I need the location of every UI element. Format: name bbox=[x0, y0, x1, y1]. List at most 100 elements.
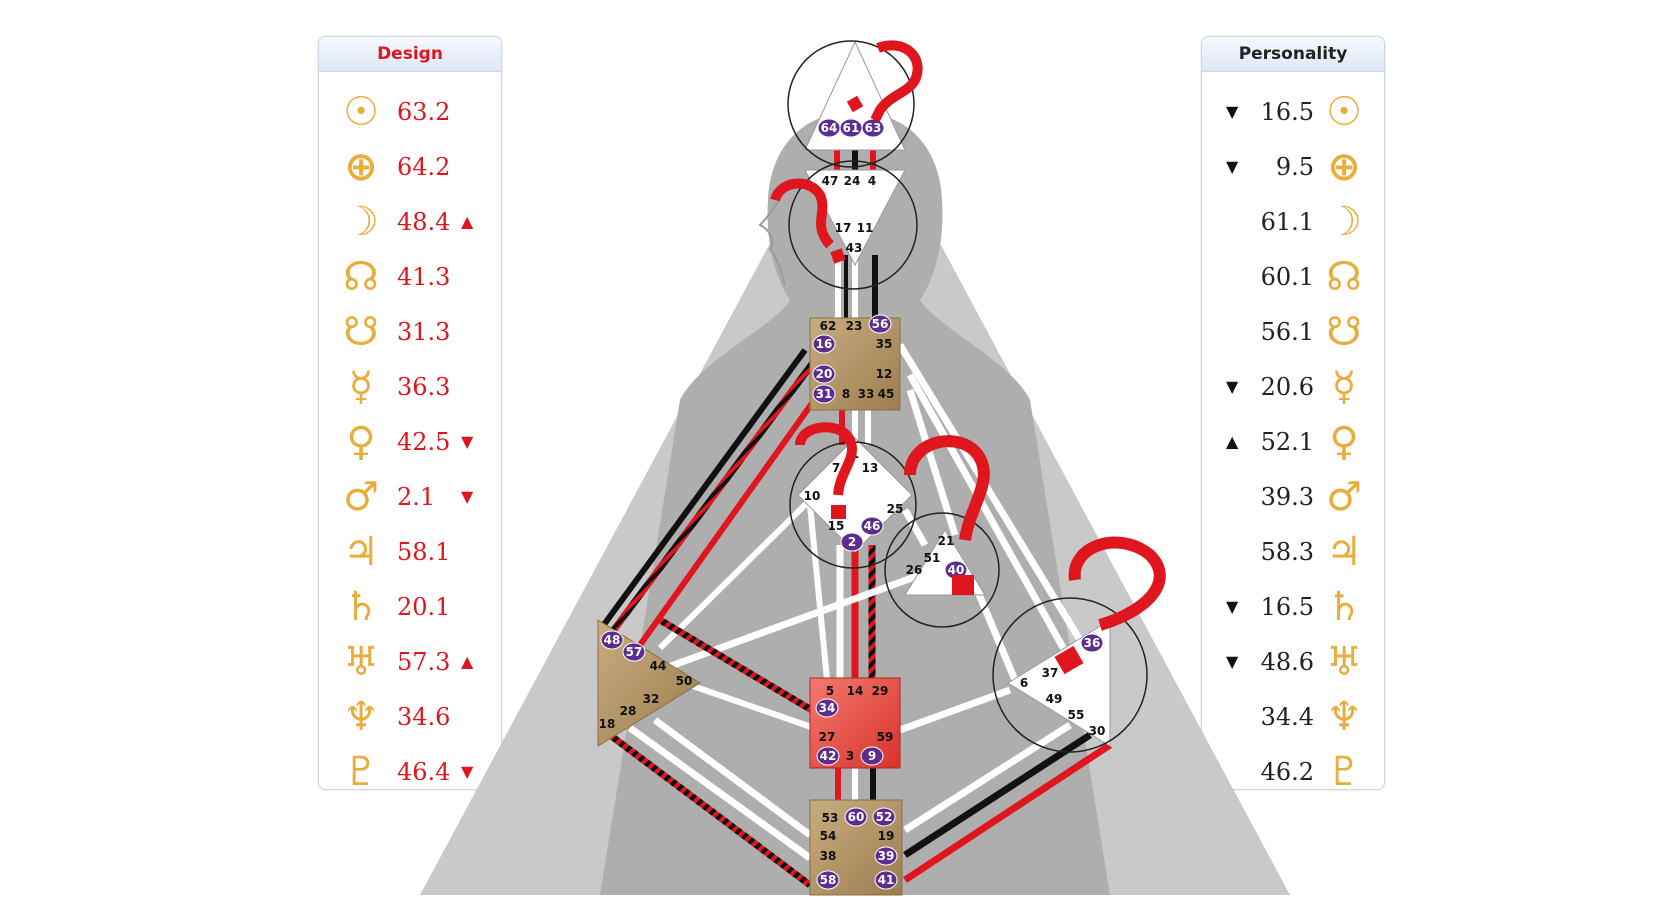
design-row-north-node: ☊41.3 bbox=[319, 250, 501, 304]
gate-5: 5 bbox=[826, 684, 834, 698]
design-value: 31.3 bbox=[397, 318, 451, 346]
gate-57-marker bbox=[622, 642, 646, 662]
channel-37-40 bbox=[971, 583, 1019, 682]
personality-value: 16.5 bbox=[1260, 98, 1314, 126]
gate-2-marker bbox=[840, 532, 864, 552]
channel-50-27 bbox=[689, 682, 821, 733]
gate-38: 38 bbox=[820, 849, 837, 863]
gate-36-marker bbox=[1080, 633, 1104, 653]
gate-18: 18 bbox=[599, 717, 616, 731]
mars-icon: ♂ bbox=[343, 474, 379, 520]
design-value: 36.3 bbox=[397, 373, 451, 401]
south-node-icon: ☋ bbox=[1326, 309, 1362, 355]
personality-row-mars: ♂ 39.3 bbox=[1202, 470, 1384, 524]
channel-10-57 bbox=[657, 497, 813, 651]
gate-29: 29 bbox=[872, 684, 889, 698]
channel-30-41 bbox=[903, 742, 1112, 883]
personality-value: 56.1 bbox=[1260, 318, 1314, 346]
design-value: 58.1 bbox=[397, 538, 451, 566]
head-profile bbox=[758, 179, 791, 286]
pluto-icon: ♇ bbox=[1326, 749, 1362, 790]
gate-59: 59 bbox=[877, 730, 894, 744]
moon-icon: ☽ bbox=[343, 199, 379, 245]
arrow-down-icon: ▼ bbox=[1226, 652, 1239, 671]
gate-61: 61 bbox=[843, 121, 860, 135]
mars-icon: ♂ bbox=[1326, 474, 1362, 520]
design-value: 42.5 bbox=[397, 428, 451, 456]
gate-2: 2 bbox=[848, 535, 856, 549]
gate-41: 41 bbox=[878, 873, 895, 887]
personality-value: 52.1 bbox=[1260, 428, 1314, 456]
gate-14: 14 bbox=[847, 684, 864, 698]
arrow-down-icon: ▼ bbox=[461, 762, 474, 781]
gate-16-marker bbox=[812, 334, 836, 354]
channel-18-58 bbox=[607, 732, 813, 888]
arrow-up-icon: ▲ bbox=[461, 652, 474, 671]
personality-row-earth: ⊕9.5▼ bbox=[1202, 140, 1384, 194]
question-circle-ego bbox=[884, 512, 1000, 628]
personality-row-neptune: ♆34.4 bbox=[1202, 690, 1384, 744]
personality-row-north-node: ☊60.1 bbox=[1202, 250, 1384, 304]
jupiter-icon: ♃ bbox=[1326, 529, 1362, 575]
gate-62: 62 bbox=[820, 319, 837, 333]
personality-value: 58.3 bbox=[1260, 538, 1314, 566]
design-value: 2.1 bbox=[397, 483, 436, 511]
design-value: 64.2 bbox=[397, 153, 451, 181]
channel-12-22 bbox=[906, 373, 1074, 662]
gate-39-marker bbox=[874, 846, 898, 866]
gate-31: 31 bbox=[816, 387, 833, 401]
arrow-up-icon: ▲ bbox=[1226, 432, 1239, 451]
channel-35-36 bbox=[897, 343, 1083, 642]
channel-57-34 bbox=[658, 616, 822, 719]
channel-16-48 bbox=[607, 357, 818, 638]
arrow-down-icon: ▼ bbox=[461, 487, 474, 506]
gate-34-marker bbox=[815, 698, 839, 718]
gate-63-marker bbox=[861, 118, 885, 138]
design-row-earth: ⊕64.2 bbox=[319, 140, 501, 194]
gate-48: 48 bbox=[604, 633, 621, 647]
neptune-icon: ♆ bbox=[1326, 694, 1362, 740]
channel-26-44 bbox=[658, 571, 922, 674]
earth-icon: ⊕ bbox=[1327, 144, 1361, 190]
design-panel-title: Design bbox=[319, 37, 501, 72]
gate-40: 40 bbox=[948, 563, 965, 577]
arrow-down-icon: ▼ bbox=[461, 432, 474, 451]
gate-15: 15 bbox=[828, 519, 845, 533]
gate-41-marker bbox=[874, 870, 898, 890]
question-mark-ajna bbox=[770, 178, 834, 249]
gate-25: 25 bbox=[887, 502, 904, 516]
gate-34: 34 bbox=[819, 701, 836, 715]
mercury-icon: ☿ bbox=[348, 364, 374, 410]
personality-value: 9.5 bbox=[1275, 153, 1314, 181]
gate-6: 6 bbox=[1020, 676, 1028, 690]
pluto-icon: ♇ bbox=[343, 749, 379, 790]
gate-63: 63 bbox=[865, 121, 882, 135]
gate-36: 36 bbox=[1084, 636, 1101, 650]
personality-value: 16.5 bbox=[1260, 593, 1314, 621]
gate-44: 44 bbox=[650, 659, 667, 673]
moon-icon: ☽ bbox=[1326, 199, 1362, 245]
design-row-moon: ☽48.4▲ bbox=[319, 195, 501, 249]
personality-value: 61.1 bbox=[1260, 208, 1314, 236]
design-value: 41.3 bbox=[397, 263, 451, 291]
uranus-icon: ♅ bbox=[1326, 639, 1362, 685]
gate-21: 21 bbox=[938, 534, 955, 548]
personality-row-mercury: ☿20.6▼ bbox=[1202, 360, 1384, 414]
venus-icon: ♀ bbox=[1329, 419, 1359, 465]
gate-53: 53 bbox=[822, 811, 839, 825]
design-row-venus: ♀42.5▼ bbox=[319, 415, 501, 469]
personality-row-venus: ♀ 52.1 ▲ bbox=[1202, 415, 1384, 469]
personality-row-jupiter: ♃ 58.3 bbox=[1202, 525, 1384, 579]
personality-value: 20.6 bbox=[1260, 373, 1314, 401]
gate-48-marker bbox=[600, 630, 624, 650]
personality-row-sun: ☉16.5▼ bbox=[1202, 85, 1384, 139]
personality-value: 39.3 bbox=[1260, 483, 1314, 511]
channel-32-54 bbox=[652, 717, 813, 838]
saturn-icon: ♄ bbox=[343, 584, 379, 630]
gate-55: 55 bbox=[1068, 708, 1085, 722]
arrow-up-icon: ▲ bbox=[461, 212, 474, 231]
channel-10-34 bbox=[807, 504, 833, 711]
design-row-uranus: ♅57.3▲ bbox=[319, 635, 501, 689]
gate-52-marker bbox=[872, 807, 896, 827]
design-row-neptune: ♆34.6 bbox=[319, 690, 501, 744]
